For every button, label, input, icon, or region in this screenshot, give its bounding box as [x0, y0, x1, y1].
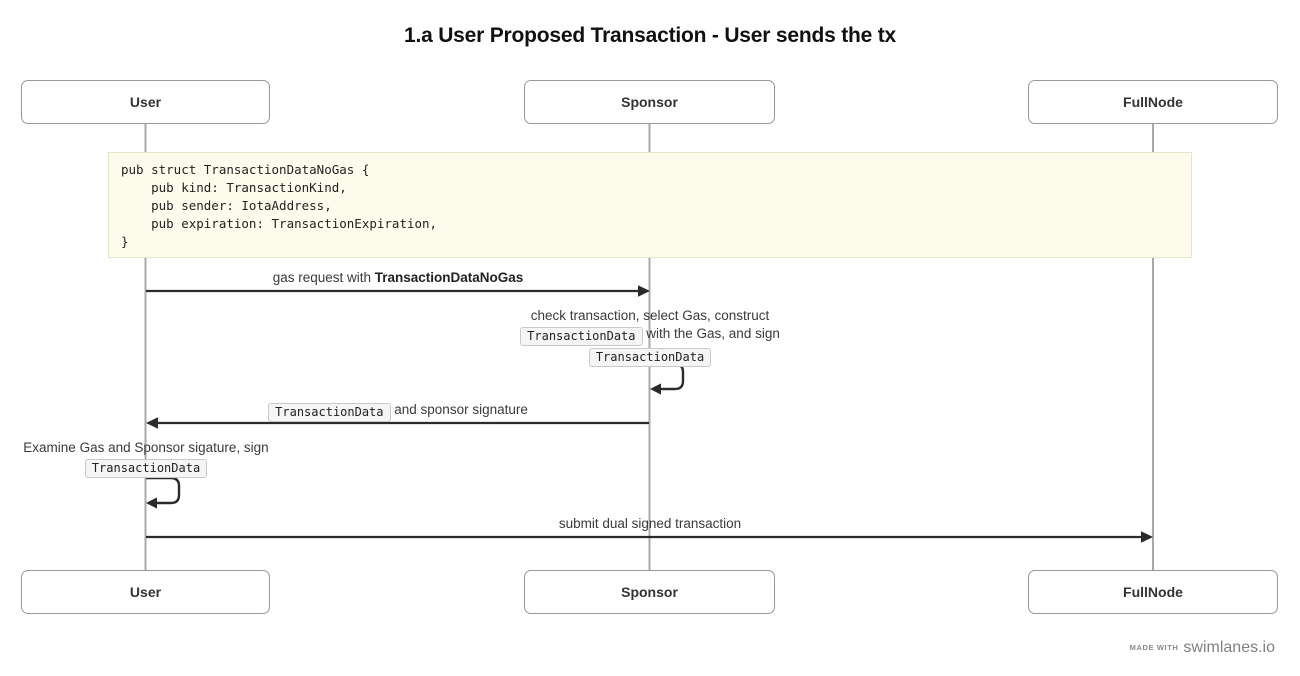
label-user-action: Examine Gas and Sponsor sigature, sign T… [0, 439, 292, 478]
label-text: check transaction, select Gas, construct [530, 308, 770, 323]
actor-label: User [129, 94, 162, 110]
swimlanes-brand-link[interactable]: swimlanes.io [1183, 639, 1275, 656]
label-text: with the Gas, and sign [642, 326, 780, 341]
actor-label: Sponsor [621, 584, 678, 600]
label-text: submit dual signed transaction [558, 516, 742, 531]
arrowhead-gas-request [638, 285, 650, 297]
inline-code-chip: TransactionData [268, 403, 391, 422]
label-line: TransactionData [0, 457, 292, 478]
arrowhead-return-signed [146, 417, 158, 429]
self-arrow-sponsor [650, 362, 685, 391]
label-line: Examine Gas and Sponsor sigature, sign [0, 439, 292, 457]
actor-label: User [129, 584, 162, 600]
label-text: gas request with [272, 270, 375, 285]
code-line: pub struct TransactionDataNoGas { [121, 162, 370, 177]
actor-user-top: User [21, 80, 270, 124]
label-line: TransactionData with the Gas, and sign [430, 325, 870, 346]
actor-user-bottom: User [21, 570, 270, 614]
arrowhead-self-sponsor [650, 383, 661, 395]
code-line: pub expiration: TransactionExpiration, [121, 216, 438, 231]
swimlanes-badge[interactable]: MADE WITH swimlanes.io [1130, 639, 1275, 657]
arrowhead-submit [1141, 531, 1153, 543]
code-line: pub sender: IotaAddress, [121, 198, 332, 213]
code-line: } [121, 234, 129, 249]
code-note: pub struct TransactionDataNoGas { pub ki… [108, 152, 1192, 258]
inline-code-chip: TransactionData [520, 327, 643, 346]
label-return-signed: TransactionData and sponsor signature [148, 401, 648, 422]
label-text: and sponsor signature [390, 402, 528, 417]
label-sponsor-action: check transaction, select Gas, construct… [430, 307, 870, 367]
actor-sponsor-bottom: Sponsor [524, 570, 775, 614]
label-submit: submit dual signed transaction [400, 515, 900, 533]
actor-sponsor-top: Sponsor [524, 80, 775, 124]
actor-label: FullNode [1123, 94, 1183, 110]
made-with-label: MADE WITH [1129, 643, 1179, 652]
diagram-title: 1.a User Proposed Transaction - User sen… [403, 24, 897, 47]
label-bold-text: TransactionDataNoGas [374, 270, 524, 285]
actor-label: Sponsor [621, 94, 678, 110]
arrowhead-self-user [146, 497, 157, 509]
actor-fullnode-top: FullNode [1028, 80, 1278, 124]
actor-label: FullNode [1123, 584, 1183, 600]
label-text: Examine Gas and Sponsor sigature, sign [23, 440, 269, 455]
actor-fullnode-bottom: FullNode [1028, 570, 1278, 614]
self-arrow-user [146, 476, 181, 505]
code-line: pub kind: TransactionKind, [121, 180, 347, 195]
inline-code-chip: TransactionData [84, 459, 208, 478]
label-line: check transaction, select Gas, construct [430, 307, 870, 325]
label-gas-request: gas request with TransactionDataNoGas [148, 269, 648, 287]
inline-code-chip: TransactionData [588, 348, 712, 367]
label-line: TransactionData [430, 346, 870, 367]
